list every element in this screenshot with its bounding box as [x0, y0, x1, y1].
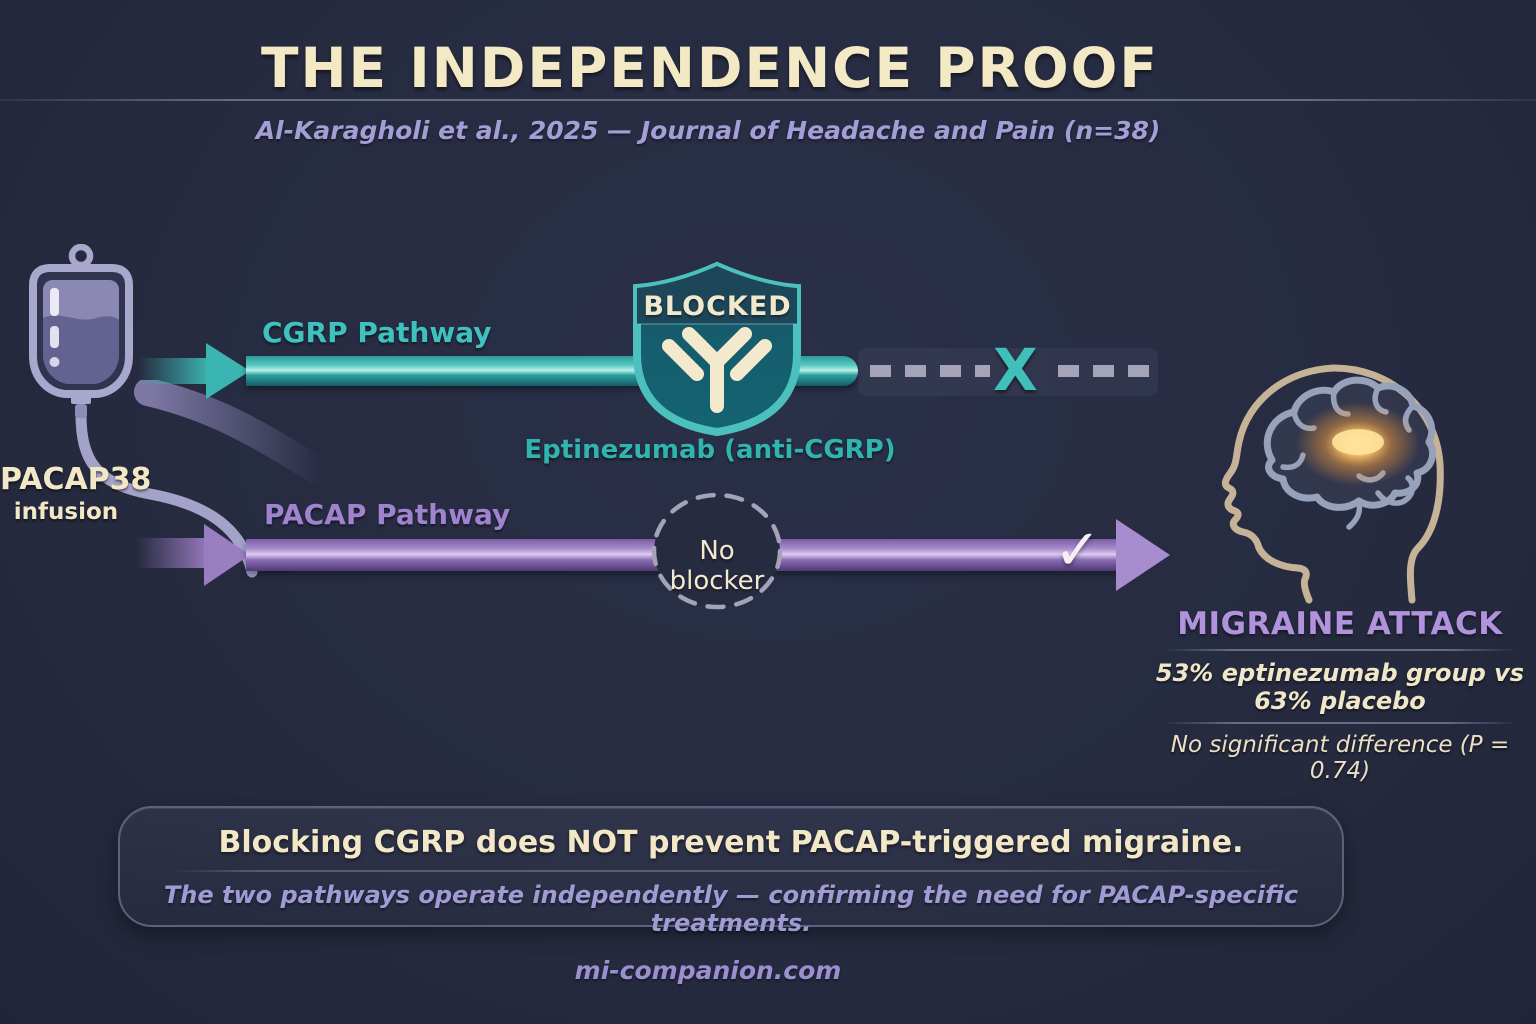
- title-divider: [0, 99, 1536, 101]
- citation-subtitle: Al-Karagholi et al., 2025 — Journal of H…: [255, 116, 1161, 145]
- cgrp-arrowhead-icon: [206, 343, 250, 399]
- infusion-label-line2: infusion: [13, 499, 119, 525]
- outcome-title: MIGRAINE ATTACK: [1177, 606, 1503, 642]
- page-title: THE INDEPENDENCE PROOF: [261, 36, 1159, 100]
- outcome-significance: No significant difference (P = 0.74): [1170, 732, 1510, 784]
- infusion-label: PACAP38 infusion: [0, 462, 152, 525]
- pacap-arrowhead-icon: [204, 524, 250, 586]
- blocked-shield-icon: [633, 261, 801, 437]
- conclusion-subline: The two pathways operate independently —…: [163, 881, 1299, 937]
- no-blocker-label: No blocker: [669, 536, 765, 596]
- pacap-end-arrowhead-icon: [1116, 519, 1170, 591]
- conclusion-box: Blocking CGRP does NOT prevent PACAP-tri…: [118, 806, 1344, 937]
- outcome-block: MIGRAINE ATTACK 53% eptinezumab group vs…: [1150, 606, 1530, 784]
- pacap-pathway-label: PACAP Pathway: [264, 498, 511, 531]
- infusion-label-line1: PACAP38: [0, 462, 152, 497]
- cgrp-pathway-label: CGRP Pathway: [262, 316, 492, 349]
- blocked-dashes-right: [1058, 365, 1150, 377]
- blocked-x-icon: X: [993, 336, 1038, 404]
- website-footer: mi-companion.com: [574, 956, 842, 985]
- outcome-stat: 53% eptinezumab group vs 63% placebo: [1155, 659, 1525, 715]
- iv-bag-icon: [29, 244, 133, 418]
- blocked-dashes-left: [870, 365, 990, 377]
- blocked-shield-title: BLOCKED: [643, 291, 792, 322]
- conclusion-headline: Blocking CGRP does NOT prevent PACAP-tri…: [218, 825, 1244, 860]
- antibody-icon: [662, 327, 772, 413]
- check-icon: ✓: [1054, 518, 1101, 583]
- outcome-divider-1: [1162, 649, 1518, 651]
- cgrp-arrow-tail: [138, 358, 210, 384]
- pacap-arrow-tail: [136, 538, 208, 568]
- conclusion-divider: [168, 870, 1294, 872]
- no-blocker-circle: [651, 492, 783, 610]
- blocker-caption: Eptinezumab (anti-CGRP): [524, 435, 896, 465]
- head-brain-icon: [1221, 364, 1444, 604]
- outcome-divider-2: [1162, 722, 1518, 724]
